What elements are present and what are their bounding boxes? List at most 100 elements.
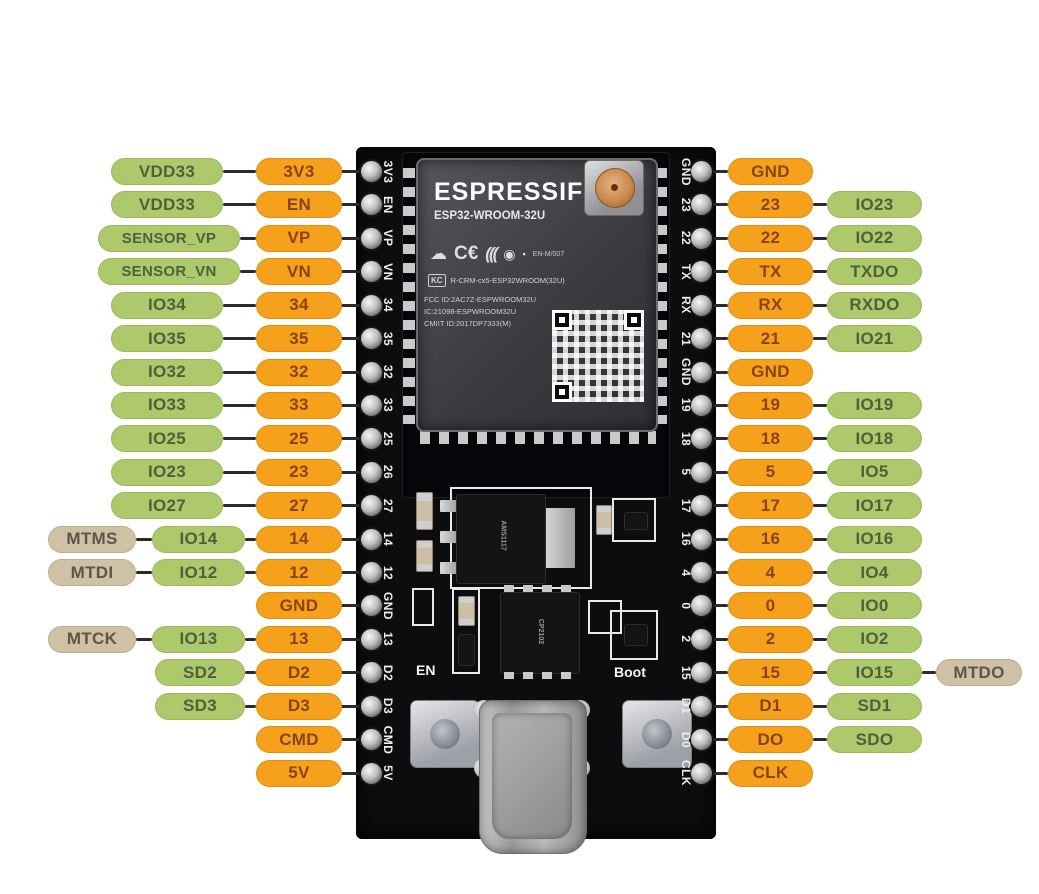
usb-uart-chip-text: CP2102 xyxy=(537,618,545,645)
pin-name-label: 0 xyxy=(728,592,813,620)
pin-hole xyxy=(360,227,382,249)
pin-hole xyxy=(690,261,712,283)
pin-hole xyxy=(690,227,712,249)
cert-square-icon: ▪ xyxy=(522,249,526,259)
connector-line xyxy=(922,671,936,675)
module-castellation-right xyxy=(655,168,667,424)
gpio-name-label: SENSOR_VP xyxy=(98,224,240,252)
ic-line: IC:21098-ESPWROOM32U xyxy=(424,307,517,316)
pin-name-label: TX xyxy=(728,258,813,286)
silkscreen-pin-label: 14 xyxy=(381,531,395,547)
pin-name-label: 5 xyxy=(728,458,813,486)
pin-name-label: 35 xyxy=(256,325,342,353)
connector-line xyxy=(701,504,728,508)
gpio-name-label: IO17 xyxy=(827,492,922,520)
en-button-label: EN xyxy=(416,662,436,678)
pin-name-label: 25 xyxy=(256,425,342,453)
silkscreen-pin-label: D0 xyxy=(679,731,693,748)
pin-name-label: 17 xyxy=(728,492,813,520)
silkscreen-pin-label: 16 xyxy=(679,531,693,547)
pin-hole xyxy=(690,428,712,450)
pin-name-label: 23 xyxy=(728,191,813,219)
connector-line xyxy=(701,203,728,207)
connector-line xyxy=(813,704,827,708)
connector-line xyxy=(701,303,728,307)
silkscreen-pin-label: 3V3 xyxy=(381,160,395,183)
connector-line xyxy=(701,437,728,441)
gpio-name-label: IO34 xyxy=(111,291,223,319)
connector-line xyxy=(341,637,371,641)
cert-small-text: EN-M/007 xyxy=(532,250,565,258)
connector-line xyxy=(341,470,371,474)
connector-line xyxy=(813,671,827,675)
component-silk-outline xyxy=(612,498,656,542)
silkscreen-pin-label: 35 xyxy=(381,331,395,346)
regulator-leg xyxy=(440,531,458,543)
kc-mark-icon: KC xyxy=(428,274,446,287)
pin-name-label: VN xyxy=(256,258,342,286)
connector-line xyxy=(701,704,728,708)
kcc-mark-icon: ◉ xyxy=(503,245,516,262)
pin-name-label: 27 xyxy=(256,492,342,520)
connector-line xyxy=(341,370,371,374)
connector-line xyxy=(701,403,728,407)
connector-line xyxy=(341,704,371,708)
silkscreen-pin-label: 21 xyxy=(679,331,693,346)
certification-marks: ☁ C€ ((( ◉ ▪ EN-M/007 xyxy=(430,243,564,265)
ce-mark-icon: C€ xyxy=(454,243,479,264)
pin-name-label: D1 xyxy=(728,692,813,720)
gpio-name-label: IO25 xyxy=(111,425,223,453)
module-castellation-left xyxy=(403,168,415,424)
silkscreen-pin-label: 17 xyxy=(679,498,693,513)
pin-name-label: 22 xyxy=(728,224,813,252)
silkscreen-pin-label: GND xyxy=(381,591,395,621)
connector-line xyxy=(701,370,728,374)
connector-line xyxy=(341,671,371,675)
small-ic xyxy=(624,512,648,530)
kc-certification-row: KC R-CRM-cx5-ESP32WROOM(32U) xyxy=(428,274,565,287)
connector-line xyxy=(223,203,256,207)
silkscreen-pin-label: VN xyxy=(381,262,395,281)
module-brand-text: ESPRESSIF xyxy=(434,178,584,206)
connector-line xyxy=(813,236,827,240)
connector-line xyxy=(341,738,371,742)
pin-name-label: CMD xyxy=(256,726,342,754)
silkscreen-pin-label: 2 xyxy=(679,635,693,643)
connector-line xyxy=(701,671,728,675)
connector-line xyxy=(223,437,256,441)
connector-line xyxy=(136,537,152,541)
pin-name-label: VP xyxy=(256,224,342,252)
connector-line xyxy=(223,303,256,307)
regulator-tab xyxy=(543,508,575,568)
connector-line xyxy=(813,738,827,742)
pin-hole xyxy=(360,361,382,383)
module-model-text: ESP32-WROOM-32U xyxy=(434,210,546,222)
pin-hole xyxy=(360,428,382,450)
connector-line xyxy=(701,236,728,240)
silkscreen-pin-label: GND xyxy=(679,357,693,387)
pin-name-label: 2 xyxy=(728,625,813,653)
pin-hole xyxy=(690,762,712,784)
connector-line xyxy=(341,537,371,541)
silkscreen-pin-label: EN xyxy=(381,196,395,214)
connector-line xyxy=(341,571,371,575)
connector-line xyxy=(240,270,256,274)
pin-hole xyxy=(360,495,382,517)
gpio-name-label: SD2 xyxy=(155,659,245,687)
connector-line xyxy=(341,403,371,407)
connector-line xyxy=(813,604,827,608)
fcc-id-block: FCC ID:2AC7Z-ESPWROOM32U IC:21098-ESPWRO… xyxy=(424,294,536,330)
pin-name-label: 33 xyxy=(256,391,342,419)
qr-finder-icon xyxy=(552,382,572,402)
gpio-name-label: IO16 xyxy=(827,525,922,553)
silkscreen-pin-label: 23 xyxy=(679,197,693,213)
chip-pins xyxy=(504,585,574,592)
silkscreen-pin-label: GND xyxy=(679,157,693,186)
gpio-name-label: IO21 xyxy=(827,325,922,353)
connector-line xyxy=(813,470,827,474)
pin-name-label: 14 xyxy=(256,525,342,553)
gpio-name-label: VDD33 xyxy=(111,158,223,185)
gpio-name-label: IO15 xyxy=(827,659,922,687)
connector-line xyxy=(813,403,827,407)
connector-line xyxy=(341,604,371,608)
